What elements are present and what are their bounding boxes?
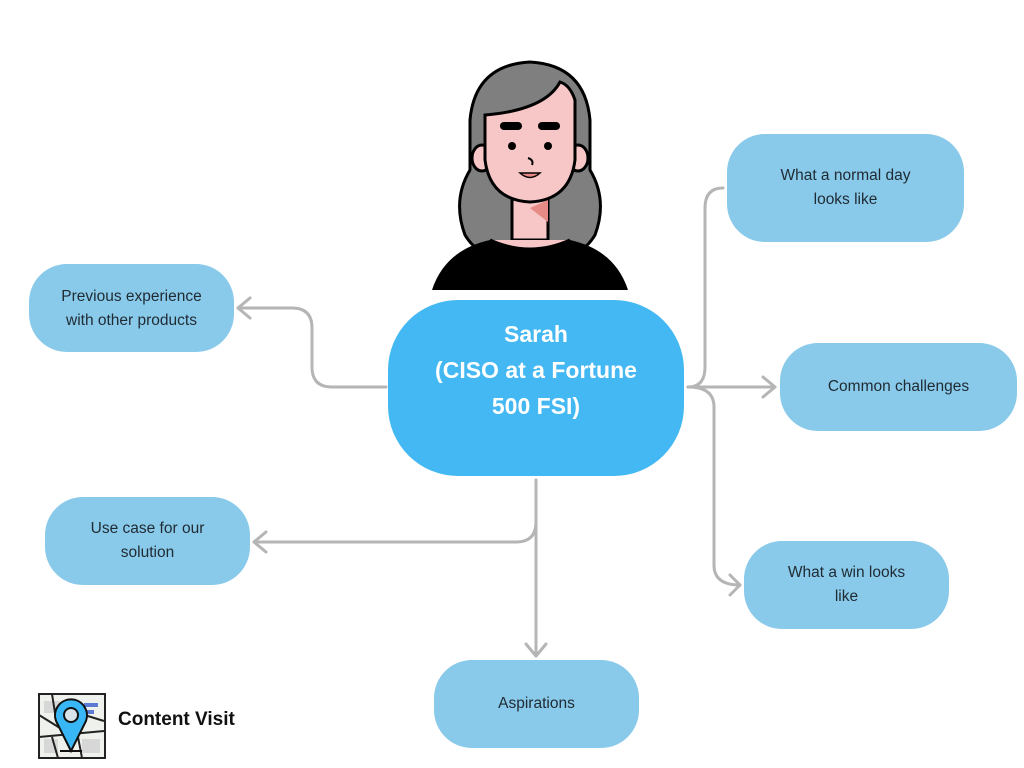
arrowhead-win [728, 573, 742, 597]
persona-role-line1: (CISO at a Fortune [435, 357, 637, 383]
node-label-line: like [834, 588, 859, 605]
node-label-line: Aspirations [498, 695, 575, 712]
node-label-line: What a win looks [787, 564, 906, 581]
branch-node-what-a-win-looks-like[interactable]: What a win looks like [744, 541, 949, 629]
branch-node-previous-experience[interactable]: Previous experience with other products [29, 264, 234, 352]
persona-role-line2: 500 FSI) [491, 393, 581, 419]
legend-label: Content Visit [118, 709, 235, 730]
arrowhead-challenges [761, 375, 777, 399]
connector-normal-day [686, 186, 725, 389]
node-label-line: Common challenges [827, 378, 970, 395]
arrowhead-previous [236, 296, 252, 320]
node-label-line: Use case for our [90, 520, 205, 537]
arrowhead-usecase [252, 530, 268, 554]
map-pin-icon [38, 693, 106, 759]
center-node-persona[interactable]: Sarah (CISO at a Fortune 500 FSI) [388, 300, 684, 476]
branch-node-aspirations[interactable]: Aspirations [434, 660, 639, 748]
persona-avatar-illustration [432, 60, 628, 290]
connector-win [686, 385, 742, 587]
branch-node-common-challenges[interactable]: Common challenges [780, 343, 1017, 431]
shirt [432, 240, 628, 290]
branch-node-use-case[interactable]: Use case for our solution [45, 497, 250, 585]
content-visit-legend: Content Visit [38, 693, 235, 759]
node-label-line: Previous experience [61, 288, 202, 305]
node-label-line: with other products [66, 312, 197, 329]
node-label-line: What a normal day [780, 167, 911, 184]
branch-node-normal-day[interactable]: What a normal day looks like [727, 134, 964, 242]
node-label-line: looks like [813, 191, 878, 208]
face [483, 80, 577, 204]
persona-name: Sarah [504, 321, 568, 347]
connector-previous [236, 306, 388, 389]
connector-usecase [252, 478, 538, 544]
arrowhead-aspirations [524, 642, 548, 658]
node-label-line: solution [120, 544, 175, 561]
